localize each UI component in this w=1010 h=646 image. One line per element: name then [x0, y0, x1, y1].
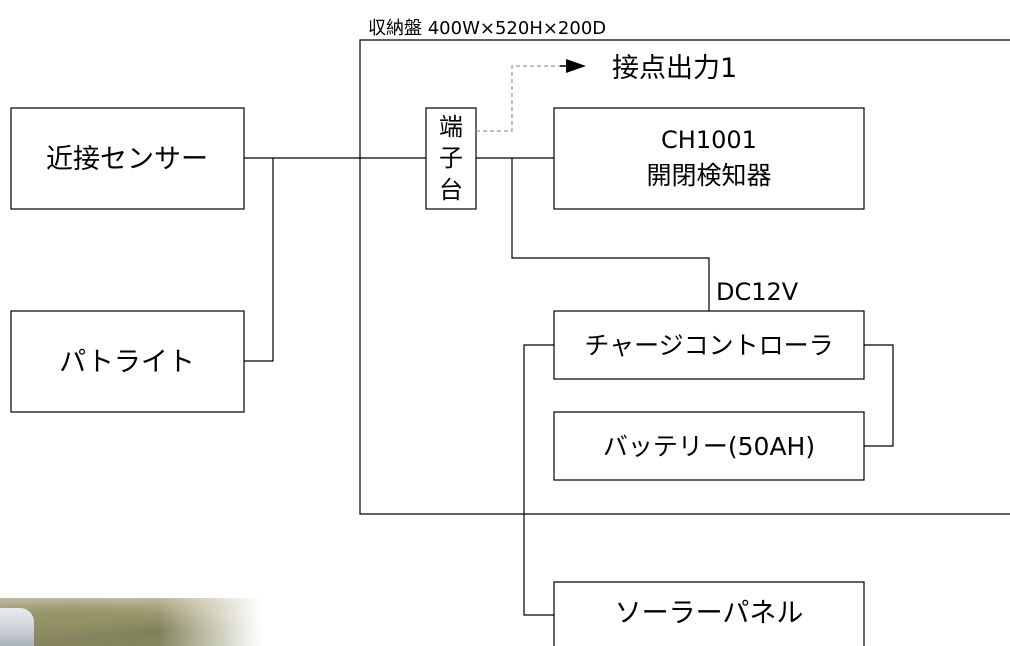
terminal-block-char-2: 子: [439, 144, 463, 172]
proximity-sensor-box: [10, 107, 245, 210]
contact-output-arrowhead: [566, 59, 586, 73]
enclosure-label: 収納盤 400W×520H×200D: [368, 18, 606, 39]
detector-model-label: CH1001: [661, 126, 757, 154]
terminal-block-char-1: 端: [439, 113, 463, 141]
terminal-block-box: [425, 107, 477, 210]
proximity-sensor-label: 近接センサー: [46, 144, 208, 175]
battery-label: バッテリー(50AH): [603, 432, 815, 461]
detector-box: [553, 107, 865, 210]
terminal-block-char-3: 台: [439, 176, 463, 204]
contact-output-dashed-line: [476, 65, 560, 132]
dc12v-label: DC12V: [716, 278, 799, 306]
patlite-box: [10, 310, 245, 413]
wire-controller-to-battery: [864, 344, 894, 447]
background-photo: [0, 598, 262, 646]
patlite-label: パトライト: [59, 347, 195, 378]
detector-name-label: 開閉検知器: [646, 161, 771, 190]
enclosure-border: [359, 39, 1010, 515]
grass-field-image: [0, 598, 262, 646]
solar-panel-box: [553, 581, 865, 646]
contact-output-label: 接点出力1: [612, 53, 737, 84]
wire-solar-to-controller: [523, 344, 554, 616]
solar-panel-label: ソーラーパネル: [615, 598, 804, 629]
charge-controller-label: チャージコントローラ: [584, 331, 833, 360]
wire-patlite-to-trunk: [244, 158, 274, 362]
pole-image: [0, 608, 34, 646]
wire-dc12v-branch: [511, 158, 710, 311]
